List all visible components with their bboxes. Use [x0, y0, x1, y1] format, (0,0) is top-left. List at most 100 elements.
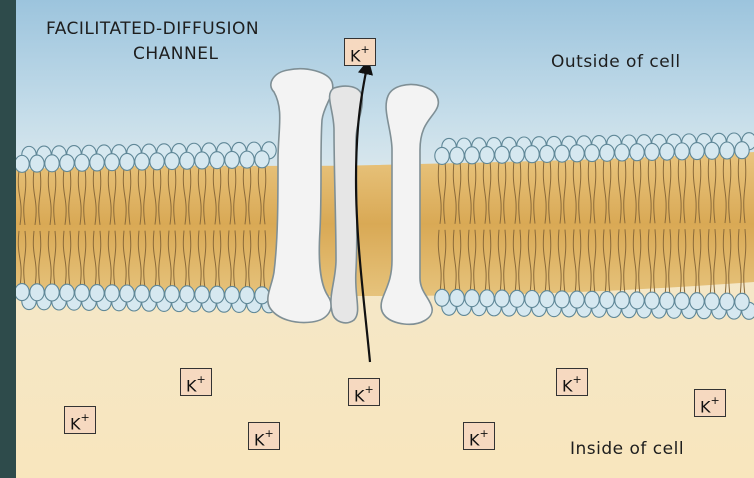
lipid-head: [30, 284, 44, 301]
outside-of-cell-label: Outside of cell: [551, 52, 681, 72]
lipid-head: [16, 284, 29, 301]
ion-symbol: K: [350, 46, 361, 65]
lipid-head: [240, 287, 254, 304]
ion-charge: +: [711, 394, 720, 407]
lipid-head: [630, 144, 644, 161]
lipid-head: [45, 155, 59, 172]
lipid-head: [16, 155, 29, 172]
lipid-tail-band: [16, 152, 754, 296]
ion-charge: +: [361, 43, 370, 56]
potassium-ion-inside: K+: [248, 422, 280, 450]
channel-protein: [268, 69, 439, 325]
lipid-head: [120, 153, 134, 170]
lipid-head: [540, 145, 554, 162]
lipid-head: [255, 151, 269, 168]
lipid-head: [540, 291, 554, 308]
lipid-head: [525, 290, 539, 307]
lipid-head: [180, 286, 194, 303]
lipid-head: [525, 146, 539, 163]
lipid-head: [510, 290, 524, 307]
potassium-ion-outside: K+: [344, 38, 376, 66]
lipid-head: [150, 153, 164, 170]
ion-symbol: K: [469, 430, 480, 449]
lipid-head: [510, 146, 524, 163]
lipid-head: [480, 290, 494, 307]
lipid-head: [570, 291, 584, 308]
lipid-head: [465, 290, 479, 307]
lipid-head: [735, 142, 749, 159]
diagram-frame: FACILITATED-DIFFUSION CHANNEL Outside of…: [16, 0, 754, 478]
lipid-head: [555, 145, 569, 162]
lipid-head: [675, 143, 689, 160]
lipid-head: [255, 287, 269, 304]
ion-symbol: K: [562, 376, 573, 395]
lipid-head: [135, 285, 149, 302]
lipid-head: [180, 152, 194, 169]
lipid-head: [150, 285, 164, 302]
potassium-ion-inside: K+: [463, 422, 495, 450]
ion-symbol: K: [254, 430, 265, 449]
ion-charge: +: [265, 427, 274, 440]
lipid-head: [435, 289, 449, 306]
inside-of-cell-label: Inside of cell: [570, 439, 684, 459]
lipid-head: [75, 154, 89, 171]
lipid-head: [690, 143, 704, 160]
lipid-head: [165, 153, 179, 170]
lipid-head: [600, 292, 614, 309]
lipid-head: [645, 143, 659, 160]
lipid-head: [225, 151, 239, 168]
potassium-ion-inside: K+: [180, 368, 212, 396]
lipid-head: [90, 285, 104, 302]
ion-symbol: K: [186, 376, 197, 395]
lipid-head: [105, 285, 119, 302]
lipid-head: [120, 285, 134, 302]
lipid-head: [45, 284, 59, 301]
diagram-title-line-2: CHANNEL: [133, 44, 218, 64]
lipid-head: [75, 284, 89, 301]
lipid-head: [735, 293, 749, 310]
ion-charge: +: [365, 383, 374, 396]
ion-symbol: K: [700, 397, 711, 416]
lipid-head: [165, 286, 179, 303]
lipid-head: [675, 293, 689, 310]
lipid-head: [90, 154, 104, 171]
lipid-head: [480, 147, 494, 164]
lipid-head: [660, 292, 674, 309]
lipid-head: [105, 154, 119, 171]
lipid-head: [450, 147, 464, 164]
lipid-head: [720, 142, 734, 159]
ion-charge: +: [573, 373, 582, 386]
lipid-head: [555, 291, 569, 308]
potassium-ion-inside: K+: [694, 389, 726, 417]
lipid-head: [630, 292, 644, 309]
lipid-head: [705, 142, 719, 159]
potassium-ion-inside: K+: [556, 368, 588, 396]
ion-charge: +: [81, 411, 90, 424]
lipid-head: [30, 155, 44, 172]
lipid-head: [60, 284, 74, 301]
ion-charge: +: [480, 427, 489, 440]
lipid-head: [225, 286, 239, 303]
lipid-head: [585, 291, 599, 308]
lipid-head: [570, 145, 584, 162]
lipid-head: [195, 152, 209, 169]
ion-charge: +: [197, 373, 206, 386]
ion-symbol: K: [70, 414, 81, 433]
potassium-ion-inside: K+: [64, 406, 96, 434]
lipid-head: [210, 152, 224, 169]
lipid-head: [645, 292, 659, 309]
lipid-head: [660, 143, 674, 160]
lipid-head: [210, 286, 224, 303]
lipid-head: [60, 155, 74, 172]
lipid-head: [450, 289, 464, 306]
lipid-head: [495, 146, 509, 163]
lipid-head: [600, 144, 614, 161]
lipid-head: [435, 147, 449, 164]
lipid-head: [720, 293, 734, 310]
lipid-head: [240, 151, 254, 168]
lipid-head: [615, 144, 629, 161]
lipid-head: [690, 293, 704, 310]
potassium-ion-inside: K+: [348, 378, 380, 406]
lipid-head: [495, 290, 509, 307]
